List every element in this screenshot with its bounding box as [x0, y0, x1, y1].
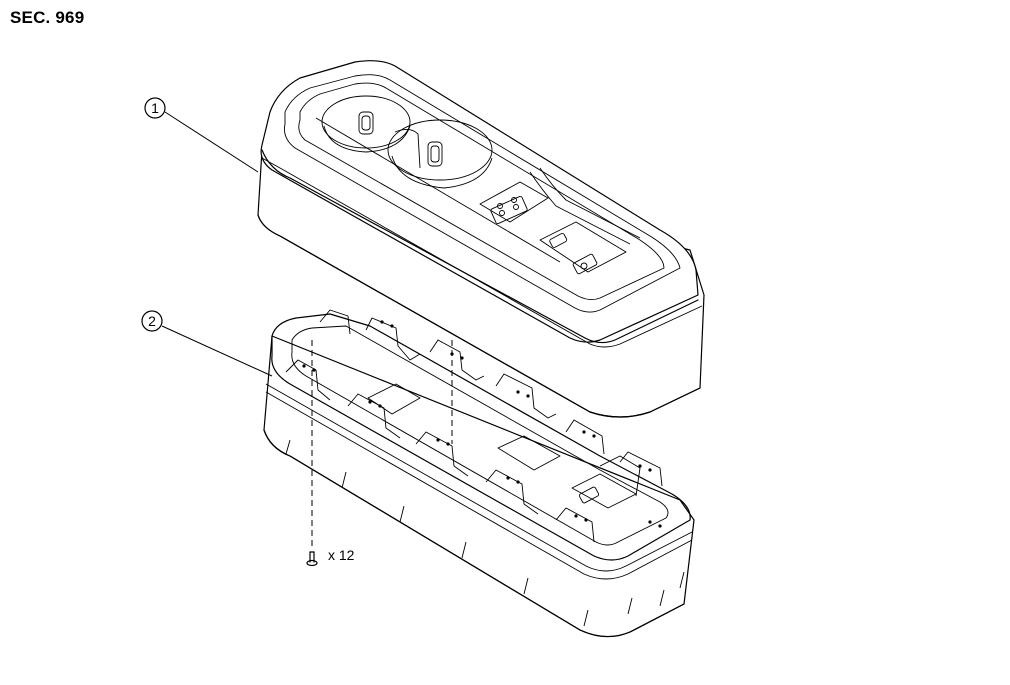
section-title: SEC. 969	[10, 8, 85, 27]
assembly-guide-lines	[311, 340, 453, 550]
callout-2-number: 2	[148, 313, 156, 329]
screw-quantity-label: x 12	[328, 547, 355, 563]
screw-icon	[306, 551, 318, 567]
callout-1: 1	[144, 97, 259, 173]
screw-hole-markers	[302, 320, 662, 528]
callout-2: 2	[141, 310, 273, 377]
callout-1-circle	[144, 97, 166, 119]
console-upper-part	[257, 60, 705, 418]
skirt-clips	[285, 439, 685, 627]
callout-2-circle	[141, 310, 163, 332]
console-base-part	[263, 309, 695, 638]
callout-1-number: 1	[151, 100, 159, 116]
